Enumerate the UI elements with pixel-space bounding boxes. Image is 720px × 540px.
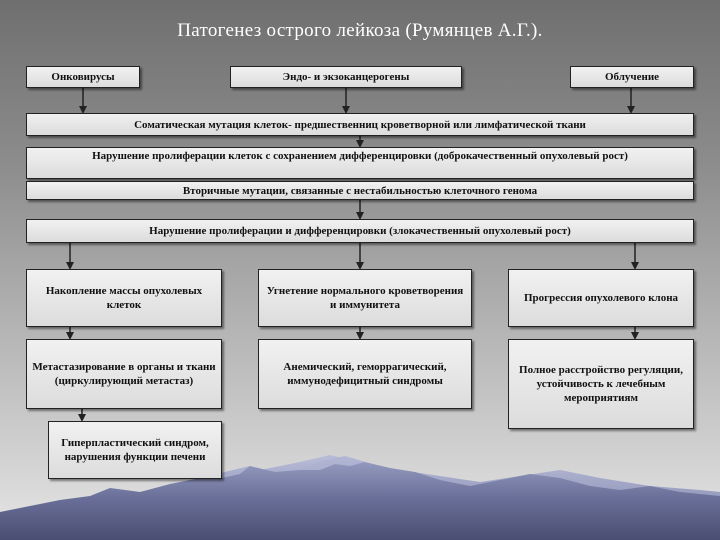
box-proliferation-malignant-label: Нарушение пролиферации и дифференцировки… <box>149 225 571 237</box>
box-radiation: Облучение <box>570 66 694 88</box>
mountain-highlight <box>200 456 365 478</box>
box-hematopoiesis-suppression: Угнетение нормального кроветворения и им… <box>258 269 472 327</box>
box-dysregulation-label: Полное расстройство регуляции, устойчиво… <box>519 364 683 404</box>
box-syndromes-label: Анемический, геморрагический, иммунодефи… <box>283 361 447 387</box>
box-proliferation-malignant: Нарушение пролиферации и дифференцировки… <box>26 219 694 243</box>
box-tumor-mass-label: Накопление массы опухолевых клеток <box>45 285 203 311</box>
box-radiation-label: Облучение <box>604 71 660 83</box>
box-somatic-mutation: Соматическая мутация клеток- предшествен… <box>26 113 694 136</box>
box-somatic-mutation-label: Соматическая мутация клеток- предшествен… <box>134 118 586 131</box>
box-tumor-mass: Накопление массы опухолевых клеток <box>26 269 222 327</box>
box-clone-progression-label: Прогрессия опухолевого клона <box>523 292 679 304</box>
box-secondary-mutations-label: Вторичные мутации, связанные с нестабиль… <box>182 184 538 197</box>
page-title: Патогенез острого лейкоза (Румянцев А.Г.… <box>177 20 543 41</box>
mountain-range-front <box>0 456 720 540</box>
box-metastasis: Метастазирование в органы и ткани (цирку… <box>26 339 222 409</box>
box-carcinogens-label: Эндо- и экзоканцерогены <box>282 71 410 83</box>
box-dysregulation: Полное расстройство регуляции, устойчиво… <box>508 339 694 429</box>
box-oncoviruses-label: Онковирусы <box>51 71 115 83</box>
box-proliferation-benign-label: Нарушение пролиферации клеток с сохранен… <box>92 150 628 162</box>
box-hyperplastic: Гиперпластический синдром, нарушения фун… <box>48 421 222 479</box>
box-hyperplastic-label: Гиперпластический синдром, нарушения фун… <box>61 437 209 463</box>
box-syndromes: Анемический, геморрагический, иммунодефи… <box>258 339 472 409</box>
box-oncoviruses: Онковирусы <box>26 66 140 88</box>
box-hematopoiesis-suppression-label: Угнетение нормального кроветворения и им… <box>266 285 464 311</box>
box-clone-progression: Прогрессия опухолевого клона <box>508 269 694 327</box>
box-metastasis-label: Метастазирование в органы и ткани (цирку… <box>32 361 216 387</box>
box-proliferation-benign: Нарушение пролиферации клеток с сохранен… <box>26 147 694 179</box>
box-secondary-mutations: Вторичные мутации, связанные с нестабиль… <box>26 181 694 200</box>
box-carcinogens: Эндо- и экзоканцерогены <box>230 66 462 88</box>
